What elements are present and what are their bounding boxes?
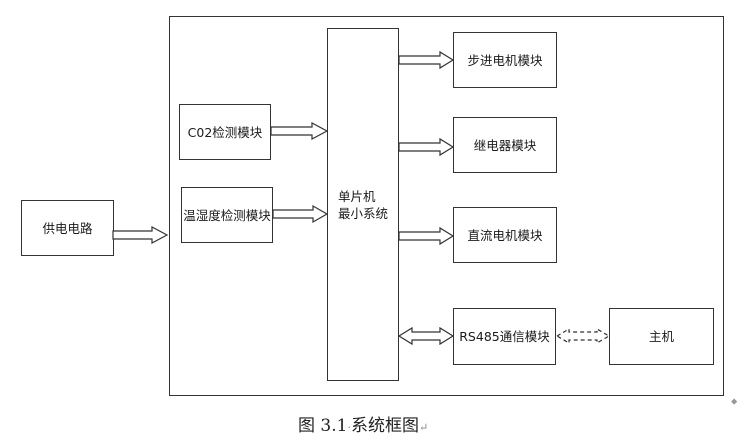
arrow-rs485-host-dashed: [555, 327, 611, 345]
figure-caption: 图 3.1·系统框图↵: [298, 411, 428, 436]
arrow-mcu-to-stepper: [398, 50, 455, 70]
power-supply-label: 供电电路: [42, 220, 93, 236]
temp-humidity-label: 温湿度检测模块: [183, 207, 271, 223]
mcu-label-line2: 最小系统: [337, 205, 388, 221]
stepper-motor-label: 步进电机模块: [467, 52, 543, 68]
temp-humidity-block: 温湿度检测模块: [181, 187, 273, 243]
arrow-mcu-rs485-bidirectional: [397, 326, 455, 346]
dc-motor-label: 直流电机模块: [467, 227, 543, 243]
arrow-mcu-to-relay: [398, 137, 455, 157]
arrow-temp-to-mcu: [272, 204, 329, 224]
host-label: 主机: [648, 329, 674, 344]
arrow-mcu-to-dc-motor: [398, 226, 455, 246]
dc-motor-block: 直流电机模块: [453, 207, 557, 263]
relay-block: 继电器模块: [453, 117, 557, 173]
mcu-label-line1: 单片机: [337, 188, 376, 204]
caption-dot: ·: [347, 421, 351, 434]
rs485-block: RS485通信模块: [453, 308, 556, 365]
arrow-co2-to-mcu: [270, 122, 329, 140]
paragraph-mark: ⬥: [731, 397, 737, 407]
figure-number: 图 3.1: [298, 416, 348, 436]
power-supply-block: 供电电路: [21, 200, 114, 256]
host-block: 主机: [609, 308, 714, 365]
co2-sensor-block: C02检测模块: [179, 104, 271, 160]
rs485-label: RS485通信模块: [459, 329, 550, 344]
co2-sensor-label: C02检测模块: [187, 124, 263, 140]
system-boundary-frame: [169, 16, 724, 396]
stepper-motor-block: 步进电机模块: [453, 32, 557, 88]
mcu-label: 单片机 最小系统: [338, 188, 388, 222]
figure-title: 系统框图: [350, 416, 419, 436]
mcu-block: 单片机 最小系统: [327, 28, 399, 381]
return-mark: ↵: [418, 421, 429, 434]
relay-label: 继电器模块: [473, 137, 537, 153]
arrow-power-to-system: [112, 226, 169, 244]
